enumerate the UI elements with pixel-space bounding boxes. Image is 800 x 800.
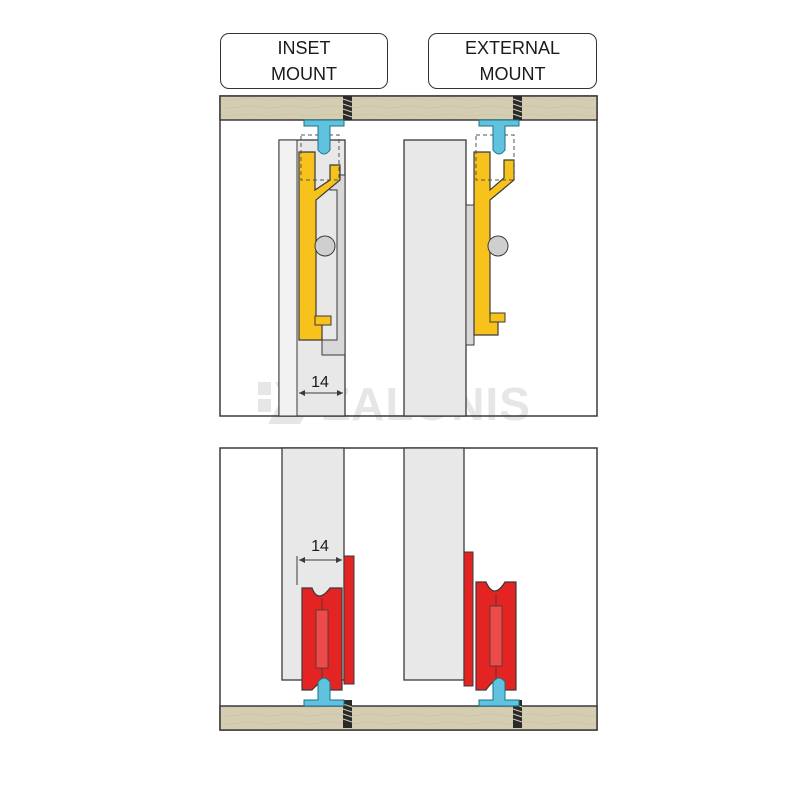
bottom-dimension-label: 14 bbox=[311, 538, 329, 555]
top-inset-track bbox=[303, 119, 345, 155]
top-ceiling-board bbox=[219, 95, 598, 121]
external-mount-label: EXTERNAL MOUNT bbox=[428, 33, 597, 89]
top-dimension: 14 bbox=[296, 355, 346, 400]
top-external-adjust-knob bbox=[487, 235, 509, 257]
top-inset-adjust-knob bbox=[314, 235, 336, 257]
top-screw-left bbox=[342, 96, 353, 120]
top-external-guide bbox=[473, 151, 515, 336]
top-inset-wheel-outline bbox=[300, 134, 340, 181]
bottom-inset-roller-hub bbox=[315, 609, 329, 669]
external-mount-label-line1: EXTERNAL bbox=[464, 38, 561, 58]
inset-mount-label-line2: MOUNT bbox=[271, 64, 337, 84]
bottom-external-roller-hub bbox=[489, 605, 503, 667]
top-external-track bbox=[478, 119, 520, 155]
top-external-door bbox=[403, 139, 467, 417]
top-external-guide-tab bbox=[489, 312, 506, 323]
top-external-mount-bracket bbox=[465, 204, 475, 346]
bottom-external-roller-plate bbox=[463, 551, 474, 687]
top-dimension-label: 14 bbox=[311, 374, 329, 391]
bottom-external-track bbox=[478, 677, 520, 707]
inset-mount-label-line1: INSET bbox=[277, 38, 331, 58]
bottom-inset-roller-plate bbox=[343, 555, 355, 685]
top-inset-guide bbox=[298, 151, 341, 341]
external-mount-label-line2: MOUNT bbox=[479, 64, 546, 84]
bottom-screw-left bbox=[342, 700, 353, 728]
bottom-inset-track bbox=[303, 677, 345, 707]
bottom-panel: 14 bbox=[219, 447, 598, 731]
top-panel: 14 bbox=[219, 95, 598, 417]
top-inset-door-edge bbox=[278, 139, 298, 417]
bottom-floor-board bbox=[219, 705, 598, 731]
top-screw-right bbox=[512, 96, 523, 120]
inset-mount-label: INSET MOUNT bbox=[220, 33, 388, 89]
top-external-wheel-outline bbox=[475, 134, 515, 181]
bottom-external-door bbox=[403, 447, 465, 681]
bottom-dimension: 14 bbox=[296, 538, 345, 585]
top-inset-guide-tab bbox=[314, 315, 332, 326]
